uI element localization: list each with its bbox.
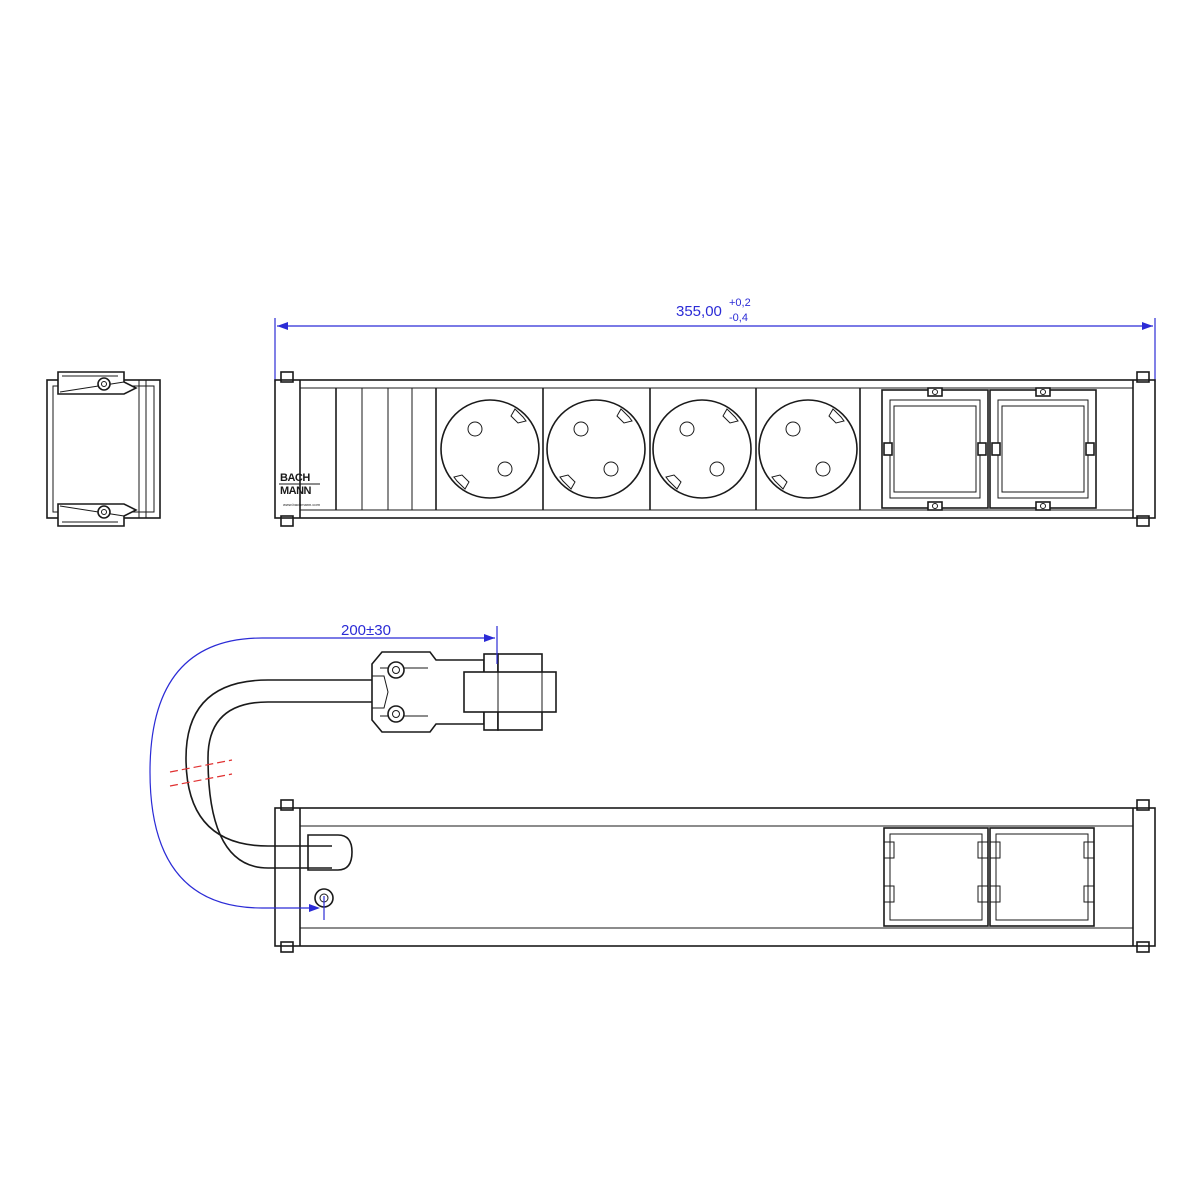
side-top-clip — [57, 371, 138, 395]
earth-clip — [722, 408, 739, 424]
schuko-socket-4 — [758, 399, 858, 499]
front-stud-tr — [1136, 371, 1150, 383]
brand-logo-line2: MANN — [280, 485, 312, 497]
cable-length-value: 200±30 — [341, 622, 391, 639]
schuko-socket-2 — [546, 399, 646, 499]
slot-bottom-clip — [1035, 501, 1051, 511]
front-stud-tl — [280, 371, 294, 383]
socket-pin-hole — [785, 421, 801, 437]
cable-connector — [371, 651, 557, 733]
slot-top-clip — [927, 387, 943, 397]
earth-clip — [828, 408, 845, 424]
dimension-cable: 200±30 — [149, 622, 498, 920]
rear-body — [274, 807, 1156, 947]
side-bottom-screw — [97, 505, 111, 519]
length-tolerance-plus: +0,2 — [729, 297, 751, 309]
length-tolerance-minus: -0,4 — [729, 312, 748, 324]
dimension-length: 355,00 +0,2 -0,4 — [274, 297, 1156, 382]
schuko-socket-1 — [440, 399, 540, 499]
rear-module-slot-1 — [883, 827, 989, 927]
rear-view: 200±30 — [149, 622, 1156, 953]
cable-break-mark — [169, 773, 233, 787]
front-view: BACH MANN www.bachmann.com — [274, 371, 1156, 527]
socket-pin-hole — [815, 461, 831, 477]
slot-side-latch — [883, 442, 893, 456]
socket-pin-hole — [603, 461, 619, 477]
earth-clip — [616, 408, 633, 424]
connector-screw-top — [387, 661, 405, 679]
front-stud-bl — [280, 515, 294, 527]
socket-pin-hole — [679, 421, 695, 437]
slot-top-clip — [1035, 387, 1051, 397]
slot-side-latch — [977, 442, 987, 456]
earth-clip — [510, 408, 527, 424]
side-view — [46, 371, 161, 527]
connector-screw-bottom — [387, 705, 405, 723]
side-top-screw — [97, 377, 111, 391]
power-cable — [185, 679, 372, 869]
side-profile-outer — [46, 379, 161, 519]
module-slot-2 — [989, 387, 1097, 511]
slot-side-latch — [1085, 442, 1095, 456]
cable-break-mark — [169, 759, 233, 773]
connector-latch — [463, 671, 557, 713]
rear-stud-tr — [1136, 799, 1150, 811]
front-stud-br — [1136, 515, 1150, 527]
side-bottom-clip — [57, 503, 138, 527]
slot-side-latch — [991, 442, 1001, 456]
rear-stud-br — [1136, 941, 1150, 953]
rear-stud-tl — [280, 799, 294, 811]
socket-pin-hole — [709, 461, 725, 477]
earth-clip — [771, 474, 788, 490]
schuko-socket-3 — [652, 399, 752, 499]
socket-pin-hole — [467, 421, 483, 437]
earth-clip — [453, 474, 470, 490]
socket-pin-hole — [573, 421, 589, 437]
rear-stud-bl — [280, 941, 294, 953]
brand-panel: BACH MANN www.bachmann.com — [279, 388, 437, 510]
cable-grommet — [307, 834, 353, 871]
earth-clip — [559, 474, 576, 490]
module-slot-1 — [881, 387, 989, 511]
earth-clip — [665, 474, 682, 490]
socket-pin-hole — [497, 461, 513, 477]
slot-bottom-clip — [927, 501, 943, 511]
brand-logo-line1: BACH — [280, 472, 310, 484]
brand-url: www.bachmann.com — [283, 502, 321, 507]
length-dimension-value: 355,00 — [676, 303, 722, 320]
front-body — [274, 379, 1156, 519]
rear-module-slot-2 — [989, 827, 1095, 927]
